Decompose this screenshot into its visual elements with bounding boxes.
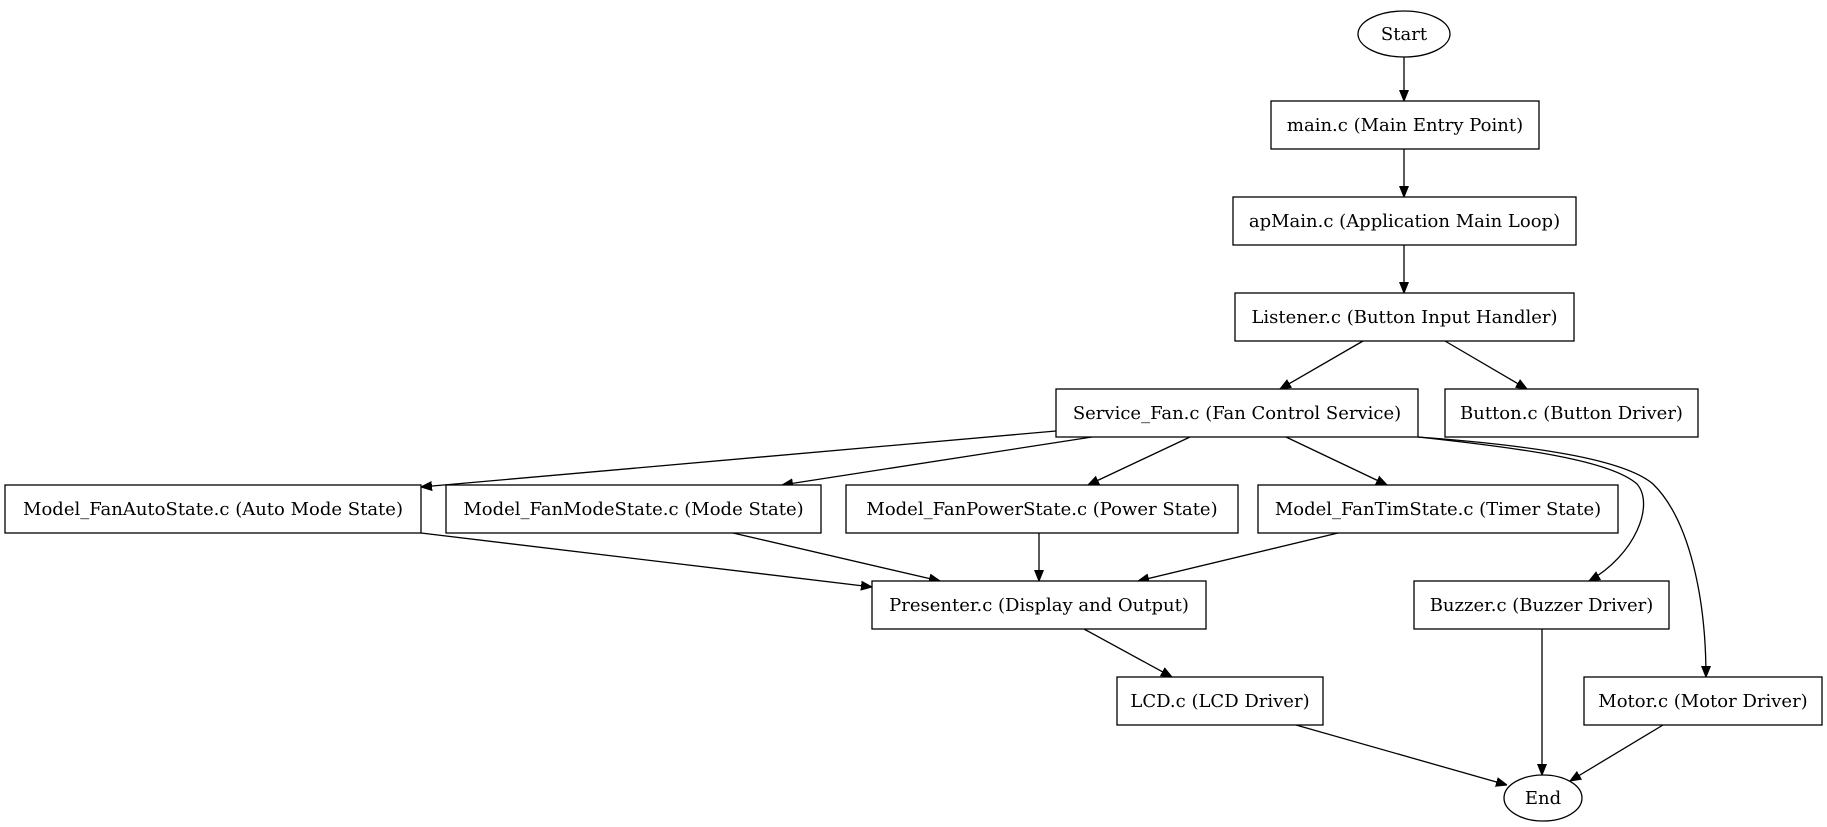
node-listener: Listener.c (Button Input Handler)	[1234, 292, 1575, 342]
edge-motor-to-end	[1570, 724, 1664, 781]
edge-service-to-power	[1088, 436, 1191, 485]
node-motor: Motor.c (Motor Driver)	[1583, 676, 1823, 726]
node-label-listener: Listener.c (Button Input Handler)	[1251, 307, 1557, 328]
node-shape-auto	[4, 484, 422, 534]
node-shape-mode	[445, 484, 822, 534]
edge-service-to-auto	[421, 430, 1057, 487]
edge-lcd-to-end	[1295, 724, 1507, 785]
node-shape-button	[1444, 388, 1699, 438]
node-shape-motor	[1583, 676, 1823, 726]
node-shape-tim	[1257, 484, 1619, 534]
edge-service-to-motor	[1417, 436, 1706, 677]
node-buzzer: Buzzer.c (Buzzer Driver)	[1413, 580, 1670, 630]
node-button: Button.c (Button Driver)	[1444, 388, 1699, 438]
edges	[421, 57, 1706, 785]
node-shape-main	[1270, 100, 1540, 150]
node-shape-listener	[1234, 292, 1575, 342]
node-shape-lcd	[1116, 676, 1324, 726]
node-shape-service	[1055, 388, 1419, 438]
node-auto: Model_FanAutoState.c (Auto Mode State)	[4, 484, 422, 534]
node-service: Service_Fan.c (Fan Control Service)	[1055, 388, 1419, 438]
nodes: Start main.c (Main Entry Point) apMain.c (…	[4, 10, 1823, 822]
edge-service-to-mode	[782, 436, 1093, 485]
edge-listener-to-service	[1280, 340, 1364, 389]
node-shape-power	[845, 484, 1239, 534]
node-label-service: Service_Fan.c (Fan Control Service)	[1073, 403, 1401, 424]
node-label-auto: Model_FanAutoState.c (Auto Mode State)	[23, 499, 403, 520]
node-label-mode: Model_FanModeState.c (Mode State)	[463, 499, 803, 520]
edge-listener-to-button	[1444, 340, 1527, 389]
node-main: main.c (Main Entry Point)	[1270, 100, 1540, 150]
edge-service-to-tim	[1285, 436, 1387, 485]
node-label-main: main.c (Main Entry Point)	[1287, 115, 1523, 136]
node-label-presenter: Presenter.c (Display and Output)	[889, 595, 1189, 616]
edge-auto-to-presenter	[420, 532, 872, 587]
node-start: Start	[1357, 10, 1451, 58]
edge-presenter-to-lcd	[1083, 628, 1172, 677]
node-label-start: Start	[1381, 24, 1428, 45]
node-label-buzzer: Buzzer.c (Buzzer Driver)	[1430, 595, 1654, 616]
node-shape-start	[1357, 10, 1451, 58]
edge-service-to-buzzer	[1417, 436, 1645, 581]
node-shape-buzzer	[1413, 580, 1670, 630]
node-shape-presenter	[871, 580, 1207, 630]
node-label-power: Model_FanPowerState.c (Power State)	[866, 499, 1217, 520]
node-label-button: Button.c (Button Driver)	[1460, 403, 1683, 424]
node-end: End	[1503, 774, 1583, 822]
node-tim: Model_FanTimState.c (Timer State)	[1257, 484, 1619, 534]
node-apmain: apMain.c (Application Main Loop)	[1232, 196, 1577, 246]
node-label-apmain: apMain.c (Application Main Loop)	[1249, 211, 1560, 232]
node-presenter: Presenter.c (Display and Output)	[871, 580, 1207, 630]
node-label-motor: Motor.c (Motor Driver)	[1598, 691, 1807, 712]
node-power: Model_FanPowerState.c (Power State)	[845, 484, 1239, 534]
node-label-lcd: LCD.c (LCD Driver)	[1130, 691, 1309, 712]
node-label-end: End	[1525, 788, 1561, 809]
edge-mode-to-presenter	[732, 532, 940, 581]
edge-tim-to-presenter	[1138, 532, 1339, 581]
node-label-tim: Model_FanTimState.c (Timer State)	[1275, 499, 1601, 520]
node-shape-end	[1503, 774, 1583, 822]
node-lcd: LCD.c (LCD Driver)	[1116, 676, 1324, 726]
node-mode: Model_FanModeState.c (Mode State)	[445, 484, 822, 534]
node-shape-apmain	[1232, 196, 1577, 246]
